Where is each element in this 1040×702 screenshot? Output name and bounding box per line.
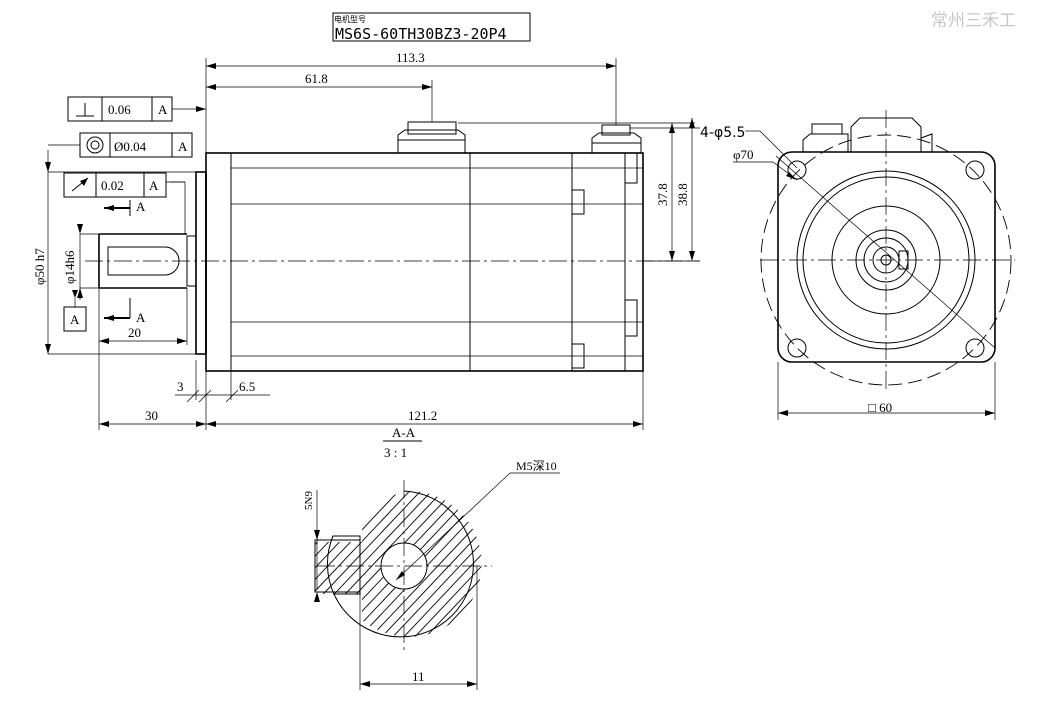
tolerance-runout: 0.02 A — [63, 172, 185, 198]
dim-height-1: 37.8 — [655, 183, 670, 206]
hatch-line — [315, 490, 388, 637]
keyway-depth: 11 — [412, 669, 425, 684]
hatch-line — [315, 490, 454, 637]
tolerance-concentricity: Ø0.04 A — [48, 132, 193, 158]
hatch-line — [315, 490, 377, 637]
hatch-line — [492, 480, 662, 660]
hatch-line — [392, 490, 482, 637]
dim-flange-65: 6.5 — [239, 379, 255, 394]
dim-body-length: 121.2 — [408, 408, 437, 423]
hatch-line — [140, 480, 310, 660]
watermark: 常州三禾工 — [931, 11, 1016, 31]
model-number: MS6S-60TH30BZ3-20P4 — [335, 25, 507, 43]
hatch-line — [370, 490, 482, 637]
tol-value-3: 0.02 — [101, 178, 124, 193]
hatch-line — [458, 490, 482, 637]
hatch-line — [315, 490, 432, 637]
tol-value-2: Ø0.04 — [114, 139, 147, 154]
tol-datum-1: A — [158, 102, 168, 117]
tol-datum-2: A — [178, 139, 188, 154]
dim-shaft-length: 20 — [128, 325, 141, 340]
section-scale: 3 : 1 — [384, 445, 407, 460]
hatch-line — [315, 490, 344, 637]
thread-label: M5深10 — [516, 459, 557, 473]
hatch-line — [315, 490, 443, 637]
hatch-line — [315, 490, 410, 637]
dim-pilot-3: 3 — [177, 379, 184, 394]
perpendicularity-icon — [76, 103, 94, 117]
runout-icon — [71, 177, 89, 192]
hatch-line — [425, 490, 482, 637]
dim-overall-length: 113.3 — [396, 50, 425, 65]
keyway-width: 5N9 — [303, 491, 315, 510]
section-marker-bottom: A — [136, 310, 146, 325]
tolerance-frames: 0.06 A Ø0.04 A 0.02 — [48, 96, 206, 198]
holes-label: 4-φ5.5 — [700, 125, 745, 141]
hatch-line — [348, 490, 482, 637]
tol-datum-3: A — [149, 178, 159, 193]
front-view: 4-φ5.5 φ70 □ 60 — [700, 110, 1015, 420]
tolerance-perpendicularity: 0.06 A — [67, 96, 206, 122]
dia-shaft: φ14h6 — [62, 250, 77, 284]
model-caption: 电机型号 — [334, 14, 366, 24]
side-view: 113.3 61.8 37.8 38.8 φ50 h7 φ14h6 20 30 … — [32, 50, 700, 430]
dim-connector-offset: 61.8 — [305, 71, 328, 86]
square-label: □ 60 — [868, 400, 892, 415]
hatch-line — [315, 490, 322, 637]
dia-pilot: φ50 h7 — [32, 248, 47, 285]
dim-pilot-total: 30 — [145, 408, 158, 423]
hatch-line — [381, 490, 482, 637]
section-view: A-A 3 : 1 M5深10 5N9 11 — [140, 425, 662, 690]
tol-value-1: 0.06 — [108, 102, 131, 117]
hatch-line — [469, 490, 482, 637]
hatch-line — [480, 490, 482, 637]
datum-label: A — [70, 312, 80, 327]
hatch-line — [436, 490, 482, 637]
hatch-line — [315, 490, 366, 637]
hatch-line — [403, 490, 482, 637]
hatch-line — [315, 490, 355, 637]
hatch-line — [359, 490, 482, 637]
dim-height-2: 38.8 — [675, 183, 690, 206]
hatch-line — [315, 490, 465, 637]
model-label: 电机型号 MS6S-60TH30BZ3-20P4 — [332, 12, 531, 43]
hatch-line — [315, 490, 421, 637]
pcd-label: φ70 — [733, 147, 754, 162]
hatch-line — [414, 490, 482, 637]
concentricity-icon — [86, 136, 104, 154]
section-marker-top: A — [136, 199, 146, 214]
section-title: A-A — [392, 425, 416, 440]
